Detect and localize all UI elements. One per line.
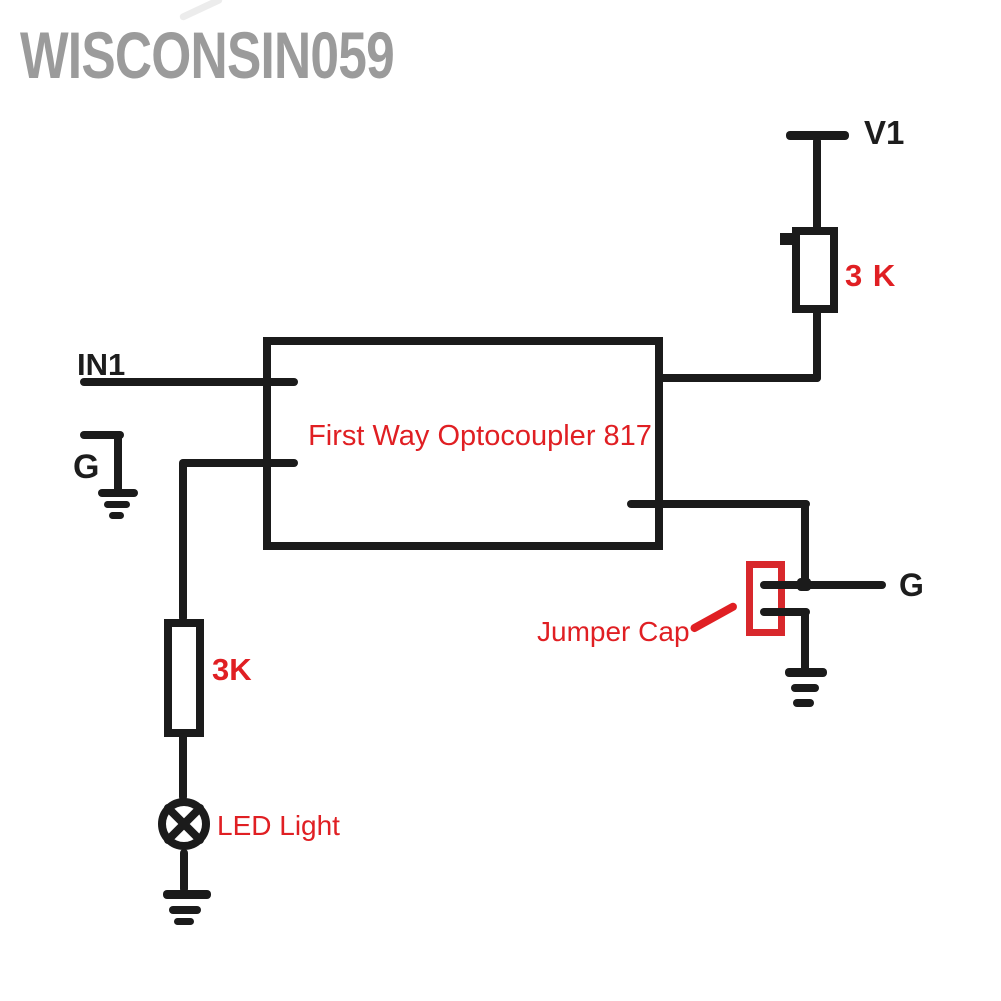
wire-in1 [80, 378, 298, 386]
wire-v1-to-r1 [813, 137, 821, 231]
g-left-label: G [73, 448, 100, 486]
power-rail-icon [786, 131, 849, 140]
wire-to-r2 [179, 459, 187, 622]
gnd-left-top-bar [80, 431, 124, 439]
wire-jumper-to-gnd [801, 608, 809, 673]
wire-r2-to-led [179, 733, 187, 801]
wire-pin-right-top [627, 374, 821, 382]
r2-value-label: 3K [212, 652, 252, 687]
resistor-r1-tick [780, 233, 792, 245]
led-lamp-icon [158, 798, 210, 850]
wire-pin-left-bottom [180, 459, 298, 467]
led-label: LED Light [217, 810, 340, 841]
jumper-cap-label: Jumper Cap [537, 616, 690, 647]
optocoupler-label: First Way Optocoupler 817 [308, 420, 652, 452]
resistor-r2 [164, 619, 204, 737]
resistor-r1 [792, 227, 838, 313]
optocoupler-box [263, 337, 663, 550]
r1-value-label: 3 K [845, 258, 897, 293]
watermark-text: WISCONSIN059 [20, 18, 395, 92]
wire-pin-right-bottom [627, 500, 810, 508]
wire-led-to-gnd [180, 849, 188, 893]
wire-jumper-pin-bottom [760, 608, 810, 616]
g-right-label: G [899, 567, 924, 603]
wire-r1-to-pin [813, 308, 821, 382]
wire-junction-dot [797, 578, 811, 591]
wire-jumper-pin-top-to-g [760, 581, 886, 589]
gnd-left-wire [114, 431, 122, 493]
wire-down-to-jumper [801, 500, 809, 589]
v1-label: V1 [864, 114, 905, 151]
in1-label: IN1 [77, 347, 126, 382]
jumper-cap-callout-line [689, 601, 739, 634]
jumper-cap-outline [746, 561, 785, 636]
